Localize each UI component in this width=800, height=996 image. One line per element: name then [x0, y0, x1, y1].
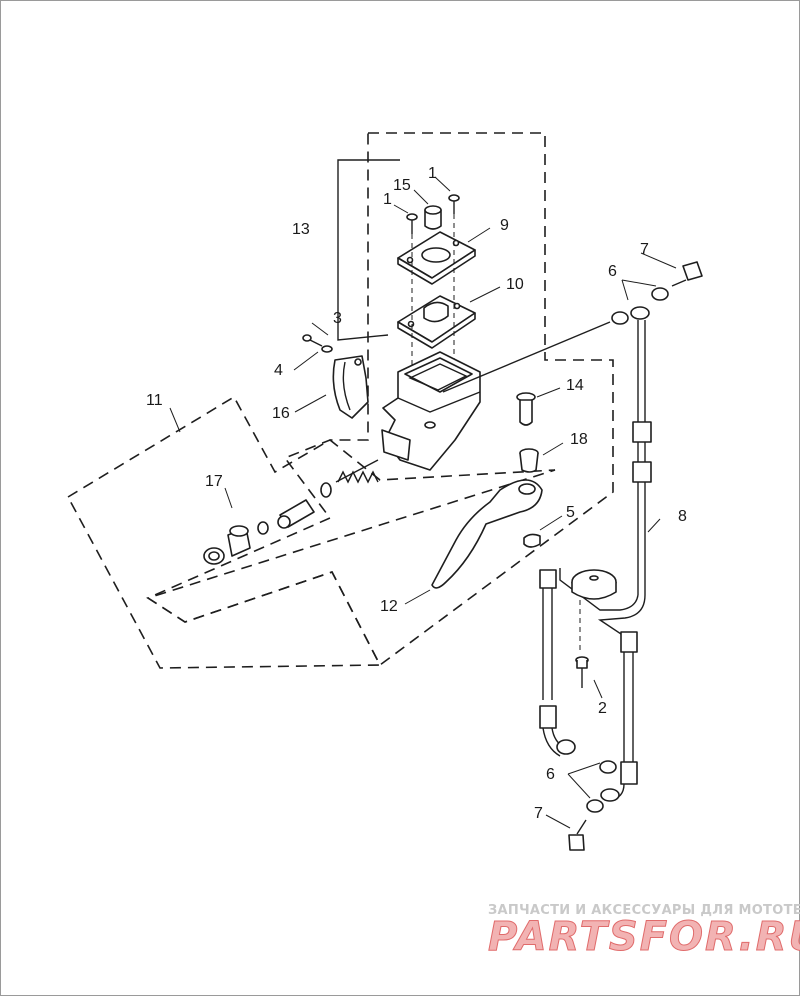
washer-6-bottom-a: [599, 760, 617, 774]
washer-6-top-b: [651, 287, 669, 301]
callout-7-top: 7: [640, 241, 649, 258]
watermark-tagline: ЗАПЧАСТИ И АКСЕССУАРЫ ДЛЯ МОТОТЕХНИКИ: [488, 903, 800, 918]
washer-6-bottom-b: [586, 799, 604, 813]
callout-17: 17: [205, 473, 223, 490]
callout-15: 15: [393, 177, 411, 194]
dust-boot-17: [203, 547, 225, 565]
callout-9: 9: [500, 217, 509, 234]
watermark-logo: PARTSFOR.RU: [488, 914, 800, 960]
banjo-bolt-7-bottom: [568, 819, 587, 851]
group-13-outline: [146, 132, 614, 667]
screw-2: [575, 656, 589, 688]
junction-block: [571, 569, 617, 600]
diaphragm-10: [397, 295, 476, 349]
master-cylinder-body: [381, 351, 481, 471]
lever-12: [431, 479, 543, 589]
leader-lines: [169, 176, 677, 829]
screw-1-left: [406, 213, 418, 234]
callout-1-b: 1: [383, 191, 392, 208]
callout-18: 18: [570, 431, 588, 448]
bushing-18: [519, 448, 539, 473]
bracket-13: [337, 159, 400, 341]
group-11-outline: [66, 395, 556, 669]
callout-4: 4: [274, 362, 283, 379]
banjo-bolt-7-top: [671, 261, 703, 287]
cup-seal: [320, 482, 332, 498]
washer-4: [321, 345, 333, 353]
callout-2: 2: [598, 700, 607, 717]
callout-16: 16: [272, 405, 290, 422]
retaining-clip-5: [523, 533, 541, 548]
callout-13: 13: [292, 221, 310, 238]
callout-1-a: 1: [428, 165, 437, 182]
piston-17: [277, 499, 315, 529]
pivot-pin-14: [516, 392, 536, 426]
o-ring: [257, 521, 269, 535]
screw-3: [302, 334, 323, 347]
plug-15: [424, 205, 442, 230]
cover-9: [397, 231, 476, 285]
washer-6-top-a: [611, 311, 629, 325]
spring-17: [335, 459, 379, 484]
brake-line-8: [539, 306, 652, 802]
bushing-17: [227, 525, 251, 557]
callout-12: 12: [380, 598, 398, 615]
callout-6-bottom: 6: [546, 766, 555, 783]
callout-6-top: 6: [608, 263, 617, 280]
screw-1-right: [448, 194, 460, 214]
callout-5: 5: [566, 504, 575, 521]
callout-7-bottom: 7: [534, 805, 543, 822]
callout-11: 11: [146, 392, 163, 409]
callout-10: 10: [506, 276, 524, 293]
callout-14: 14: [566, 377, 584, 394]
clamp-16: [332, 355, 369, 419]
callout-8: 8: [678, 508, 687, 525]
callout-3: 3: [333, 310, 342, 327]
